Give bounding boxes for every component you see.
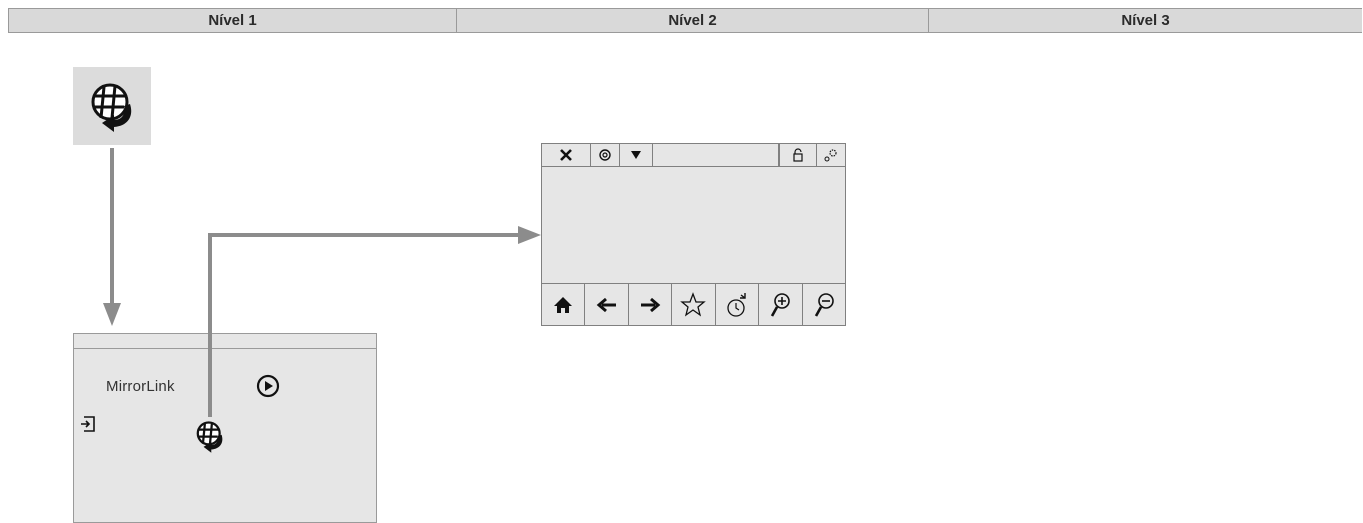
browser-screen — [541, 143, 846, 326]
forward-arrow-icon[interactable] — [627, 284, 671, 325]
mirrorlink-label: MirrorLink — [106, 378, 175, 395]
favorite-star-icon[interactable] — [671, 284, 714, 325]
address-field[interactable] — [653, 144, 779, 166]
history-clock-icon[interactable] — [714, 284, 758, 325]
settings-icon[interactable] — [817, 144, 845, 166]
exit-icon[interactable] — [80, 415, 96, 433]
lock-icon[interactable] — [779, 144, 817, 166]
internet-browser-tile[interactable] — [73, 67, 151, 145]
home-to-browser-arrow — [208, 226, 541, 417]
home-status-bar — [74, 334, 376, 349]
browser-bottom-bar — [542, 283, 845, 325]
close-icon[interactable] — [542, 144, 591, 166]
home-icon[interactable] — [542, 284, 584, 325]
zoom-in-icon[interactable] — [758, 284, 801, 325]
browser-top-bar — [542, 144, 845, 167]
web-address-icon[interactable] — [591, 144, 620, 166]
internet-browser-icon[interactable] — [192, 418, 228, 454]
flow-arrows — [103, 148, 541, 417]
internet-browser-icon — [91, 83, 132, 132]
level-3-header: Nível 3 — [928, 9, 1362, 32]
play-circle-icon[interactable] — [255, 373, 281, 399]
level-header: Nível 1 Nível 2 Nível 3 — [8, 8, 1362, 33]
dropdown-arrow-icon[interactable] — [620, 144, 653, 166]
zoom-out-icon[interactable] — [801, 284, 845, 325]
level-1-header: Nível 1 — [8, 9, 456, 32]
tile-to-home-arrow — [103, 148, 121, 326]
back-arrow-icon[interactable] — [584, 284, 627, 325]
level-2-header: Nível 2 — [456, 9, 928, 32]
home-screen: MirrorLink — [73, 333, 377, 523]
mirrorlink-logo[interactable]: MirrorLink — [106, 378, 175, 395]
